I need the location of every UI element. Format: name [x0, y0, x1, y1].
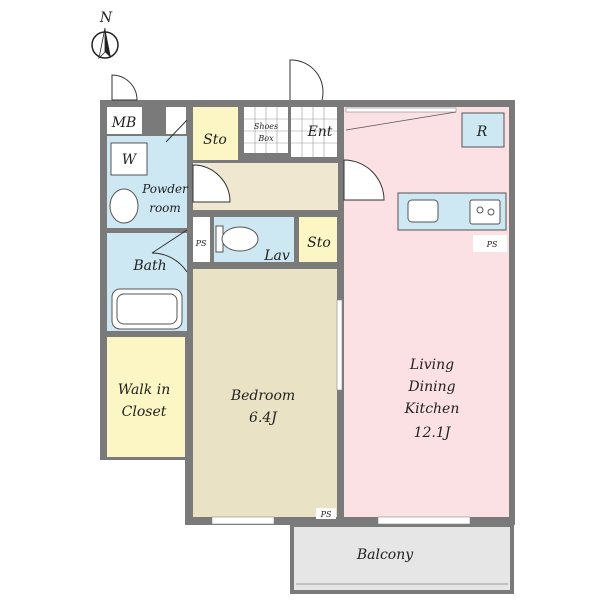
label-closet-2: Closet	[122, 404, 167, 420]
label-ps-left: PS	[195, 239, 207, 248]
refrigerator-icon	[461, 112, 505, 148]
label-bedroom-2: 6.4J	[249, 410, 278, 426]
room-mb	[107, 107, 142, 134]
label-ldk-1: Living	[409, 357, 454, 373]
windows	[211, 107, 471, 525]
ldk-shelf-line	[345, 111, 457, 131]
room-ps-left	[193, 217, 210, 262]
label-bath: Bath	[132, 258, 166, 274]
label-closet-1: Walk in	[118, 382, 170, 398]
bathtub-icon	[111, 288, 183, 330]
room-sto-top	[193, 107, 238, 160]
label-balcony: Balcony	[356, 547, 414, 563]
label-powder-1: Powder	[141, 182, 189, 196]
label-sto-mid: Sto	[307, 235, 331, 251]
room-wc-upper	[166, 107, 186, 134]
label-shoes-box-1: Shoes	[254, 122, 278, 131]
label-lav: Lav	[263, 248, 290, 264]
north-compass-icon	[91, 27, 119, 60]
label-bedroom-1: Bedroom	[230, 388, 295, 404]
label-w: W	[122, 152, 138, 168]
room-entrance	[291, 107, 337, 157]
room-sto-mid	[299, 217, 337, 262]
label-ldk-4: 12.1J	[414, 425, 452, 441]
toilet-icon	[221, 226, 259, 252]
label-ps-bottom: PS	[320, 510, 332, 519]
balcony-area	[290, 523, 514, 594]
bathtub-inner-icon	[116, 293, 178, 325]
stove-icon	[469, 199, 501, 225]
compass-letter: N	[99, 10, 113, 26]
room-ps-right	[473, 235, 507, 252]
label-ps-right: PS	[486, 240, 498, 249]
doors	[111, 59, 385, 273]
label-powder-2: room	[149, 201, 181, 215]
burner-icon	[476, 206, 484, 214]
washer-icon	[110, 142, 148, 176]
room-bedroom	[193, 269, 337, 517]
kitchen-sink-icon	[407, 199, 439, 223]
label-mb: MB	[111, 115, 137, 131]
room-ps-bottom	[316, 508, 336, 519]
room-walk-in-closet	[107, 337, 185, 457]
sink-icon	[109, 188, 139, 224]
tile-grid	[244, 107, 337, 157]
label-ent: Ent	[307, 124, 333, 140]
label-ldk-3: Kitchen	[404, 401, 460, 417]
burner-icon-2	[487, 208, 495, 216]
label-sto-top: Sto	[203, 132, 227, 148]
label-shoes-box-2: Box	[257, 134, 274, 143]
label-r: R	[476, 124, 488, 140]
label-ldk-2: Dining	[407, 379, 455, 395]
